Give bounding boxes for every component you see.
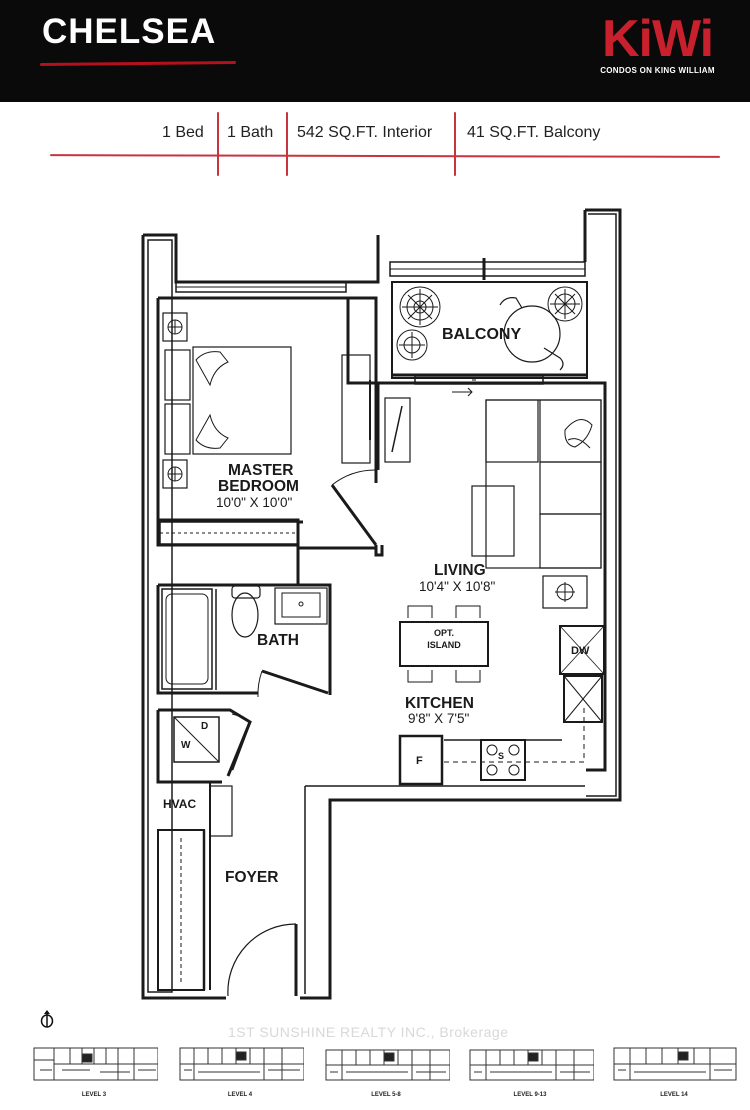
unit-name: CHELSEA	[42, 12, 217, 51]
stove-label: S	[498, 751, 505, 761]
room-label-hvac: HVAC	[163, 797, 197, 811]
entry-door	[227, 923, 298, 997]
key-plan-drawing	[613, 1047, 737, 1081]
kitchen-sink	[563, 675, 603, 723]
spec-bed: 1 Bed	[162, 124, 204, 141]
balcony-furniture	[499, 297, 564, 371]
island-label: OPT.	[433, 628, 454, 638]
header-bar: CHELSEA KiWi CONDOS ON KING WILLIAM	[0, 0, 750, 102]
spec-bath: 1 Bath	[227, 124, 274, 141]
nightstand	[162, 312, 188, 342]
floor-plan: BALCONY MASTER BEDROOM 10'0" X 10'0" LIV…	[0, 200, 750, 1010]
bed	[164, 346, 292, 455]
bedroom-walls	[156, 296, 384, 557]
key-plan-label: LEVEL 5-8	[371, 1092, 401, 1098]
hvac-unit	[209, 785, 233, 837]
stove	[480, 739, 526, 781]
room-label-kitchen: KITCHEN	[405, 695, 474, 712]
washer-label: W	[181, 740, 191, 751]
kitchen-island	[399, 605, 489, 683]
key-plan-label: LEVEL 4	[227, 1092, 253, 1098]
room-dims-kitchen: 9'8" X 7'5"	[408, 711, 470, 726]
balcony-planter	[396, 286, 583, 361]
bedroom-window	[175, 281, 347, 293]
dresser	[341, 354, 371, 464]
exterior-walls	[143, 233, 380, 284]
floor-plan-drawing	[141, 208, 622, 1000]
unit-specs: 1 Bed 1 Bath 542 SQ.FT. Interior 41 SQ.F…	[49, 112, 721, 178]
north-arrow-icon	[40, 1010, 54, 1028]
key-plan-level-9-13: LEVEL 9-13	[466, 1040, 595, 1098]
room-dims-living: 10'4" X 10'8"	[419, 579, 496, 594]
brand-logo: KiWi CONDOS ON KING WILLIAM	[585, 8, 730, 88]
room-label-balcony: BALCONY	[442, 326, 522, 343]
brand-name: KiWi	[601, 10, 714, 68]
laundry-closet	[156, 708, 252, 784]
key-plan-level-4: LEVEL 4	[176, 1040, 305, 1098]
key-plan-level-14: LEVEL 14	[610, 1040, 738, 1098]
brand-tagline: CONDOS ON KING WILLIAM	[600, 66, 715, 75]
dishwasher	[559, 625, 605, 675]
key-plan-drawing	[33, 1047, 159, 1081]
island-label-2: ISLAND	[427, 640, 461, 650]
key-plan-level-5-8: LEVEL 5-8	[322, 1040, 451, 1098]
watermark: 1ST SUNSHINE REALTY INC., Brokerage	[228, 1024, 509, 1040]
room-label-bath: BATH	[257, 632, 299, 649]
room-label-foyer: FOYER	[225, 869, 279, 886]
sofa	[485, 399, 602, 569]
dishwasher-label: DW	[571, 645, 590, 657]
nightstand	[162, 459, 188, 489]
key-plan-drawing	[325, 1049, 451, 1081]
key-plan-label: LEVEL 9-13	[513, 1092, 547, 1098]
balcony-area	[389, 258, 588, 397]
spec-divider	[217, 112, 219, 176]
key-plan-label: LEVEL 14	[660, 1092, 688, 1098]
room-label-living: LIVING	[434, 562, 486, 579]
fridge-label: F	[416, 755, 423, 767]
foyer-closet	[157, 829, 206, 991]
side-table	[542, 575, 588, 609]
spec-underline	[49, 154, 721, 158]
dryer-label: D	[201, 721, 209, 732]
spec-divider	[454, 112, 456, 176]
key-plan-drawing	[469, 1049, 595, 1081]
room-label-bedroom-2: BEDROOM	[218, 478, 299, 495]
bath-walls	[156, 548, 332, 698]
unit-name-underline	[39, 60, 237, 67]
key-plan-drawing	[179, 1047, 305, 1081]
coffee-table	[471, 485, 515, 557]
spec-divider	[286, 112, 288, 176]
room-dims-bedroom: 10'0" X 10'0"	[216, 495, 293, 510]
fridge	[398, 734, 444, 786]
key-plan-label: LEVEL 3	[81, 1092, 107, 1098]
room-label-bedroom: MASTER	[228, 462, 294, 479]
key-plan-level-3: LEVEL 3	[30, 1040, 159, 1098]
spec-interior: 542 SQ.FT. Interior	[297, 124, 433, 141]
spec-balcony: 41 SQ.FT. Balcony	[467, 124, 601, 141]
